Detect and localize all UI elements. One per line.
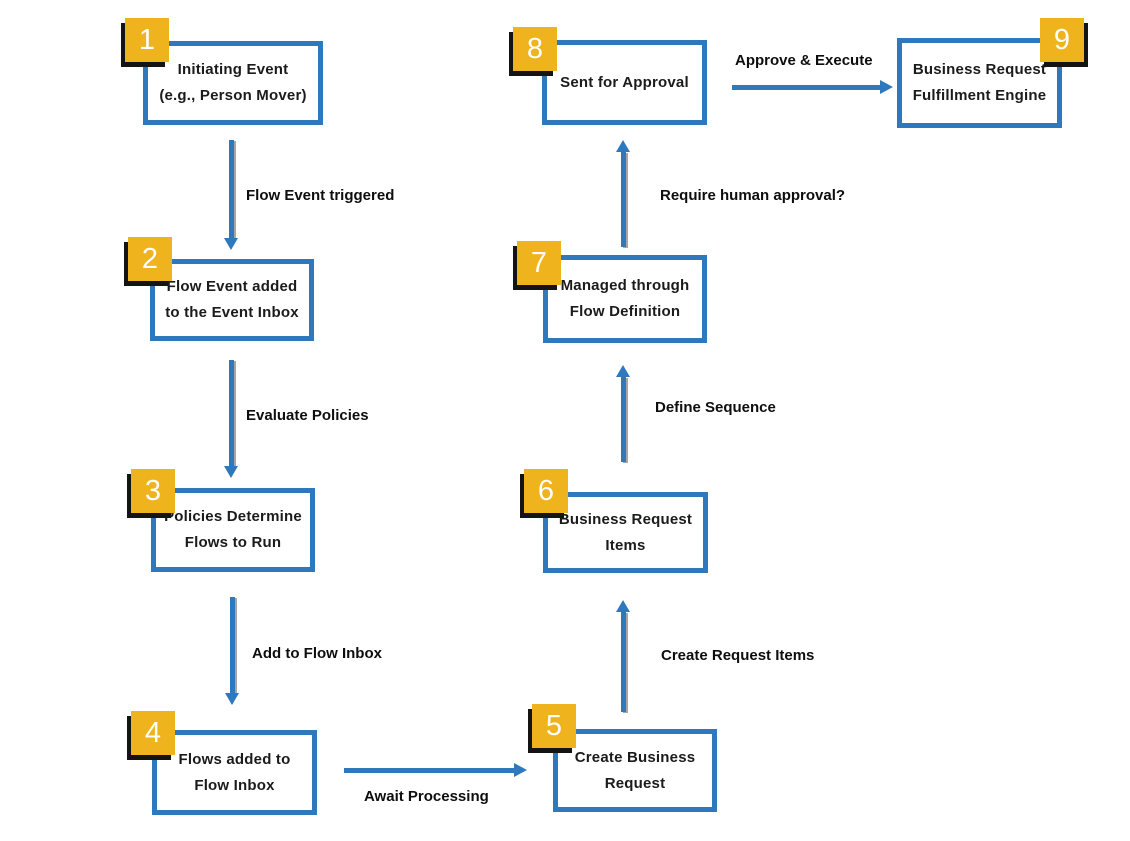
box-text-line: Create Business — [574, 748, 696, 766]
flow-step-box: Sent for Approval — [542, 40, 707, 125]
box-text-line: Flow Event added — [166, 278, 298, 295]
arrow-line — [230, 597, 235, 693]
box-text-line: Fulfillment Engine — [912, 87, 1047, 104]
box-text-line: Initiating Event — [177, 61, 289, 78]
box-text-line: Flow Inbox — [194, 776, 275, 794]
arrow-line — [732, 85, 880, 90]
step-number-badge: 2 — [128, 237, 172, 281]
flow-step-box: Initiating Event (e.g., Person Mover) — [143, 41, 323, 125]
box-text-line: Business Request — [558, 510, 693, 528]
arrow-label: Await Processing — [364, 788, 489, 805]
step-number-badge: 7 — [517, 241, 561, 285]
arrow-label: Approve & Execute — [735, 52, 873, 69]
flow-step-4: Flows added to Flow Inbox 4 — [131, 711, 317, 815]
flow-step-9: Business Request Fulfillment Engine 9 — [897, 18, 1084, 128]
arrow-line — [621, 377, 626, 462]
box-text-line: Request — [604, 774, 666, 792]
arrow-label: Flow Event triggered — [246, 187, 395, 204]
flow-step-8: Sent for Approval 8 — [513, 27, 707, 125]
flow-step-box: Policies Determine Flows to Run — [151, 488, 315, 572]
box-text-line: (e.g., Person Mover) — [159, 87, 307, 104]
arrow-label: Evaluate Policies — [246, 407, 369, 424]
arrowhead-right-icon — [880, 80, 893, 94]
arrowhead-down-icon — [224, 238, 238, 250]
box-text-line: Policies Determine — [164, 508, 302, 525]
arrowhead-up-icon — [616, 140, 630, 152]
flow-step-3: Policies Determine Flows to Run 3 — [131, 469, 315, 572]
step-number-badge: 8 — [513, 27, 557, 71]
box-text-line: Sent for Approval — [560, 73, 689, 91]
box-text-line: Items — [605, 536, 646, 554]
flow-step-box: Managed through Flow Definition — [543, 255, 707, 343]
flow-step-1: Initiating Event (e.g., Person Mover) 1 — [125, 18, 323, 125]
flow-step-box: Flows added to Flow Inbox — [152, 730, 317, 815]
box-text-line: Flow Definition — [569, 303, 681, 320]
flow-step-box: Business Request Fulfillment Engine — [897, 38, 1062, 128]
flow-step-box: Create Business Request — [553, 729, 717, 812]
step-number-badge: 1 — [125, 18, 169, 62]
box-text-line: Managed through — [560, 277, 690, 294]
box-text-line: Flows added to — [178, 750, 291, 768]
flow-step-6: Business Request Items 6 — [524, 469, 708, 573]
arrowhead-up-icon — [616, 600, 630, 612]
arrow-line — [621, 152, 626, 247]
arrow-label: Require human approval? — [660, 187, 846, 204]
flow-step-5: Create Business Request 5 — [532, 704, 717, 812]
box-text-line: Flows to Run — [184, 534, 282, 551]
box-text-line: to the Event Inbox — [165, 304, 299, 321]
step-number-badge: 5 — [532, 704, 576, 748]
arrow-line — [621, 612, 626, 712]
arrowhead-up-icon — [616, 365, 630, 377]
arrow-line — [229, 140, 234, 238]
step-number-badge: 9 — [1040, 18, 1084, 62]
step-number-badge: 3 — [131, 469, 175, 513]
flow-step-box: Flow Event added to the Event Inbox — [150, 259, 314, 341]
step-number-badge: 6 — [524, 469, 568, 513]
arrowhead-down-icon — [225, 693, 239, 705]
arrow-label: Define Sequence — [655, 399, 776, 416]
arrow-label: Add to Flow Inbox — [252, 645, 382, 662]
arrow-line — [344, 768, 514, 773]
arrow-line — [229, 360, 234, 466]
flow-step-box: Business Request Items — [543, 492, 708, 573]
arrowhead-right-icon — [514, 763, 527, 777]
flow-step-2: Flow Event added to the Event Inbox 2 — [128, 237, 314, 341]
box-text-line: Business Request — [912, 61, 1047, 78]
arrowhead-down-icon — [224, 466, 238, 478]
arrow-label: Create Request Items — [661, 647, 815, 664]
flow-step-7: Managed through Flow Definition 7 — [517, 241, 707, 343]
step-number-badge: 4 — [131, 711, 175, 755]
